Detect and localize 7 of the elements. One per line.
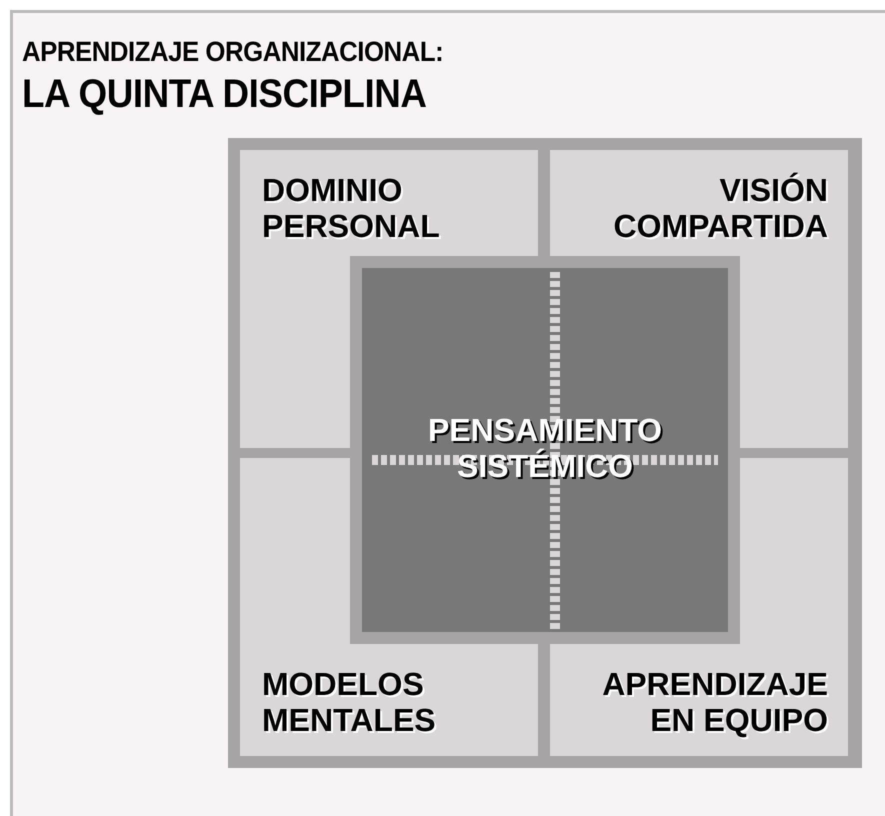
subtitle: LA QUINTA DISCIPLINA (22, 72, 426, 116)
quadrant-label: VISIÓN COMPARTIDA (612, 172, 828, 244)
quadrant-label: APRENDIZAJE EN EQUIPO (601, 666, 828, 738)
quadrant-label: DOMINIO PERSONAL (262, 172, 441, 244)
quadrant-label: MODELOS MENTALES (262, 666, 437, 738)
title: APRENDIZAJE ORGANIZACIONAL: (22, 36, 444, 68)
center-box (350, 256, 740, 644)
